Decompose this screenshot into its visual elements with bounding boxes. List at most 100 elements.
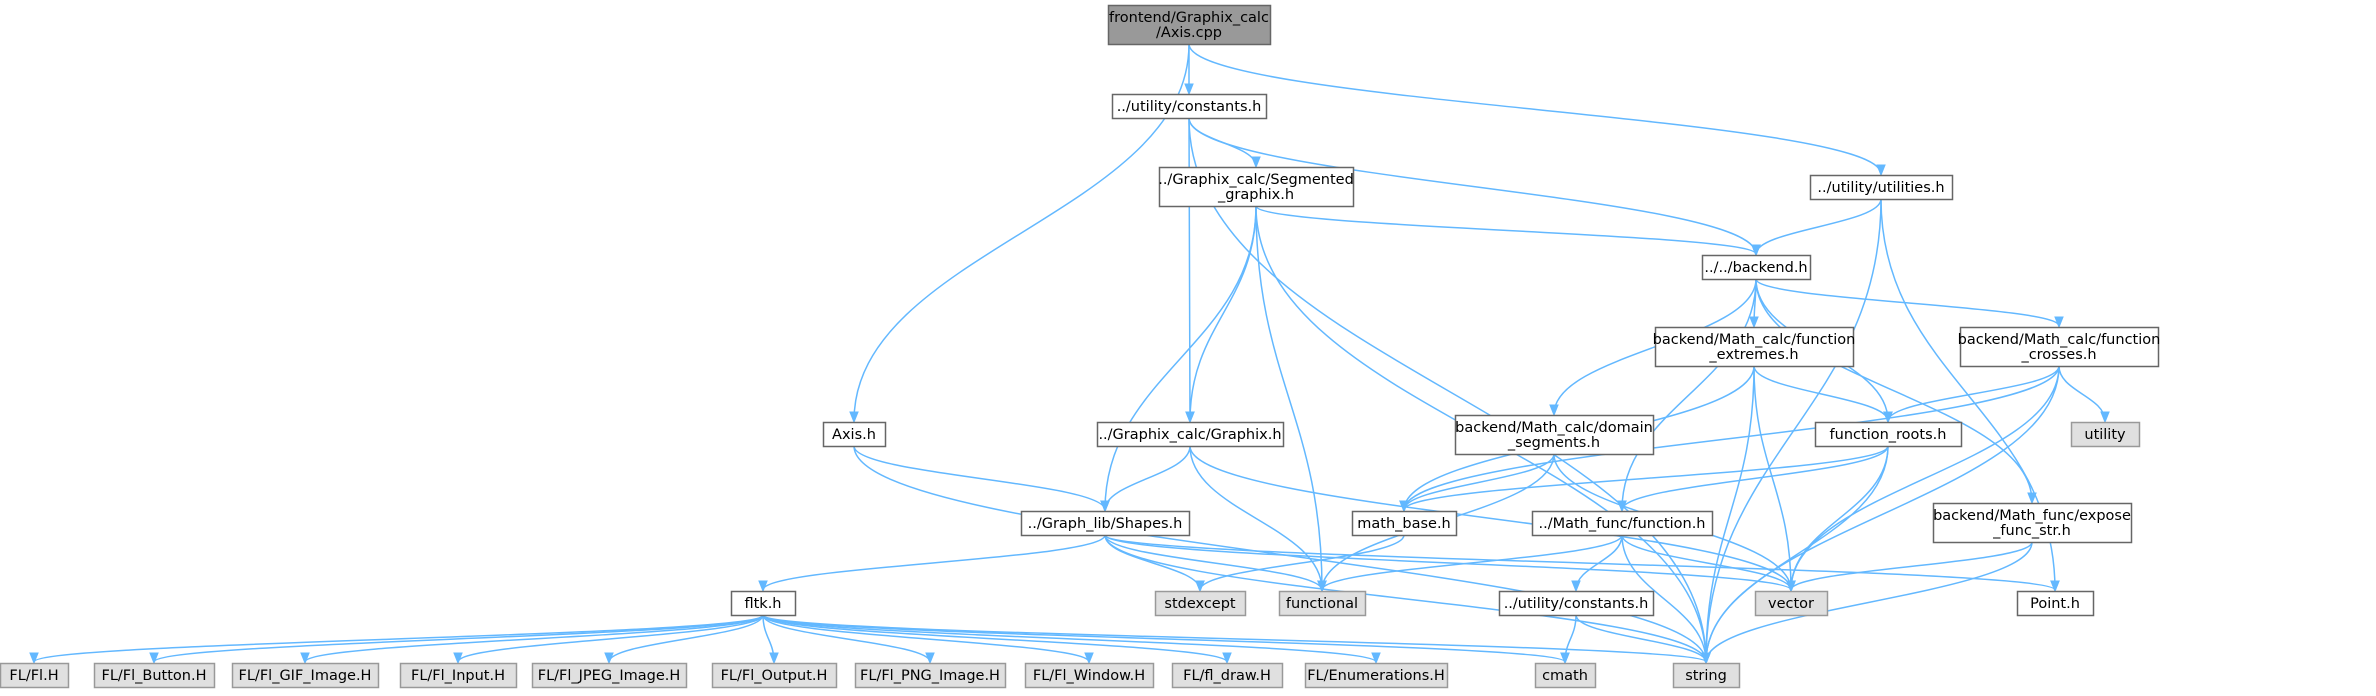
edge-utility_constants2-to-cmath xyxy=(1565,614,1577,662)
node-label-utility_sys-line-0: utility xyxy=(2084,427,2126,443)
node-label-expose_func_str-line-0: backend/Math_func/expose xyxy=(1933,508,2131,524)
node-box-fl_draw xyxy=(1171,662,1284,689)
edge-fltk_h-to-fl_input xyxy=(458,614,764,662)
node-backend[interactable]: ../../backend.h xyxy=(1701,254,1812,281)
node-box-utility_sys xyxy=(2070,421,2141,448)
node-box-fl_h xyxy=(0,662,70,689)
node-label-function_crosses-line-0: backend/Math_calc/function xyxy=(1958,332,2161,348)
node-box-vector xyxy=(1754,590,1829,617)
edge-fltk_h-to-fl_png xyxy=(762,614,930,662)
edge-utility_constants-to-graphix_h xyxy=(1189,117,1190,421)
edge-axis_cpp-to-utility_utilities xyxy=(1188,43,1881,174)
node-label-function_extremes-line-1: _extremes.h xyxy=(1708,347,1798,363)
edge-layer xyxy=(34,43,2105,662)
node-label-graphix_h-line-0: ../Graphix_calc/Graphix.h xyxy=(1098,427,1281,443)
node-graphix_h[interactable]: ../Graphix_calc/Graphix.h xyxy=(1096,421,1285,448)
edge-math_base-to-stdexcept xyxy=(1200,534,1405,590)
node-segmented_graphix[interactable]: ../Graphix_calc/Segmented_graphix.h xyxy=(1158,166,1355,208)
node-label-axis_cpp-line-1: /Axis.cpp xyxy=(1156,25,1222,41)
node-layer: frontend/Graphix_calc/Axis.cpp ../utility… xyxy=(0,4,2161,689)
edge-segmented_graphix-to-functional xyxy=(1255,205,1322,590)
edge-fltk_h-to-fl_enumerations xyxy=(762,614,1376,662)
node-label-point_h-line-0: Point.h xyxy=(2030,596,2080,612)
node-box-utility_constants xyxy=(1111,93,1268,120)
node-fl_draw: FL/fl_draw.H xyxy=(1171,662,1284,689)
node-box-functional xyxy=(1278,590,1367,617)
node-label-cmath-line-0: cmath xyxy=(1542,668,1588,684)
edge-utility_constants-to-backend xyxy=(1188,117,1756,254)
node-box-fl_enumerations xyxy=(1304,662,1449,689)
node-label-utility_constants-line-0: ../utility/constants.h xyxy=(1117,99,1262,115)
node-fl_enumerations: FL/Enumerations.H xyxy=(1304,662,1449,689)
node-fltk_h[interactable]: fltk.h xyxy=(730,590,797,617)
edge-shapes_h-to-fltk_h xyxy=(763,534,1106,590)
node-fl_input: FL/Fl_Input.H xyxy=(399,662,518,689)
node-label-stdexcept-line-0: stdexcept xyxy=(1164,596,1236,612)
node-fl_button: FL/Fl_Button.H xyxy=(93,662,216,689)
node-label-fltk_h-line-0: fltk.h xyxy=(744,596,781,612)
node-cmath: cmath xyxy=(1534,662,1597,689)
node-utility_constants[interactable]: ../utility/constants.h xyxy=(1111,93,1268,120)
edge-shapes_h-to-functional xyxy=(1104,534,1322,590)
node-label-fl_enumerations-line-0: FL/Enumerations.H xyxy=(1307,668,1445,684)
node-label-backend-line-0: ../../backend.h xyxy=(1704,260,1807,276)
node-label-vector-line-0: vector xyxy=(1768,596,1814,612)
node-label-fl_png-line-0: FL/Fl_PNG_Image.H xyxy=(860,668,1000,684)
edge-axis_h-to-shapes_h xyxy=(853,445,1105,510)
node-box-utility_utilities xyxy=(1809,174,1954,201)
node-math_base[interactable]: math_base.h xyxy=(1351,510,1458,537)
edge-fltk_h-to-string xyxy=(762,614,1706,662)
node-point_h[interactable]: Point.h xyxy=(2016,590,2095,617)
node-label-math_base-line-0: math_base.h xyxy=(1357,516,1451,532)
node-label-shapes_h-line-0: ../Graph_lib/Shapes.h xyxy=(1028,516,1183,532)
edge-function_extremes-to-string xyxy=(1706,365,1755,662)
node-function_extremes[interactable]: backend/Math_calc/function_extremes.h xyxy=(1653,326,1856,368)
edge-fltk_h-to-fl_jpeg xyxy=(609,614,764,662)
node-box-expose_func_str xyxy=(1932,502,2133,544)
node-function_crosses[interactable]: backend/Math_calc/function_crosses.h xyxy=(1958,326,2161,368)
node-axis_cpp: frontend/Graphix_calc/Axis.cpp xyxy=(1107,4,1272,46)
node-box-axis_h xyxy=(822,421,887,448)
edge-function_crosses-to-math_base xyxy=(1404,365,2060,510)
edge-function_extremes-to-vector xyxy=(1753,365,1791,590)
node-math_function[interactable]: ../Math_func/function.h xyxy=(1531,510,1714,537)
node-function_roots[interactable]: function_roots.h xyxy=(1814,421,1963,448)
node-box-function_extremes xyxy=(1654,326,1855,368)
edge-expose_func_str-to-vector xyxy=(1791,541,2033,590)
node-label-fl_h-line-0: FL/Fl.H xyxy=(9,668,58,684)
edge-function_extremes-to-function_roots xyxy=(1753,365,1888,421)
edge-function_roots-to-string xyxy=(1706,445,1889,662)
node-label-string-line-0: string xyxy=(1685,668,1727,684)
edge-graphix_h-to-shapes_h xyxy=(1105,445,1191,510)
edge-function_roots-to-math_function xyxy=(1622,445,1889,510)
node-box-fl_jpeg xyxy=(531,662,688,689)
edge-math_function-to-functional xyxy=(1322,534,1623,590)
node-label-axis_h-line-0: Axis.h xyxy=(832,427,876,443)
node-label-fl_button-line-0: FL/Fl_Button.H xyxy=(101,668,206,684)
node-utility_utilities[interactable]: ../utility/utilities.h xyxy=(1809,174,1954,201)
node-box-fl_png xyxy=(854,662,1007,689)
node-box-math_base xyxy=(1351,510,1458,537)
node-box-function_crosses xyxy=(1959,326,2160,368)
node-expose_func_str[interactable]: backend/Math_func/expose_func_str.h xyxy=(1932,502,2133,544)
node-functional: functional xyxy=(1278,590,1367,617)
edge-backend-to-math_function xyxy=(1622,278,1757,510)
node-box-function_roots xyxy=(1814,421,1963,448)
node-label-fl_draw-line-0: FL/fl_draw.H xyxy=(1183,668,1271,684)
node-domain_segments[interactable]: backend/Math_calc/domain_segments.h xyxy=(1454,414,1655,456)
node-stdexcept: stdexcept xyxy=(1154,590,1247,617)
node-axis_h[interactable]: Axis.h xyxy=(822,421,887,448)
node-label-functional-line-0: functional xyxy=(1286,596,1358,612)
edge-backend-to-expose_func_str xyxy=(1755,278,2032,502)
node-shapes_h[interactable]: ../Graph_lib/Shapes.h xyxy=(1020,510,1191,537)
node-label-segmented_graphix-line-1: _graphix.h xyxy=(1217,187,1294,203)
node-utility_constants2[interactable]: ../utility/constants.h xyxy=(1498,590,1655,617)
edge-segmented_graphix-to-graphix_h xyxy=(1190,205,1257,421)
node-string: string xyxy=(1672,662,1741,689)
node-box-backend xyxy=(1701,254,1812,281)
node-box-axis_cpp xyxy=(1107,4,1272,46)
node-label-expose_func_str-line-1: _func_str.h xyxy=(1992,523,2071,539)
node-box-fltk_h xyxy=(730,590,797,617)
node-fl_gif: FL/Fl_GIF_Image.H xyxy=(231,662,380,689)
